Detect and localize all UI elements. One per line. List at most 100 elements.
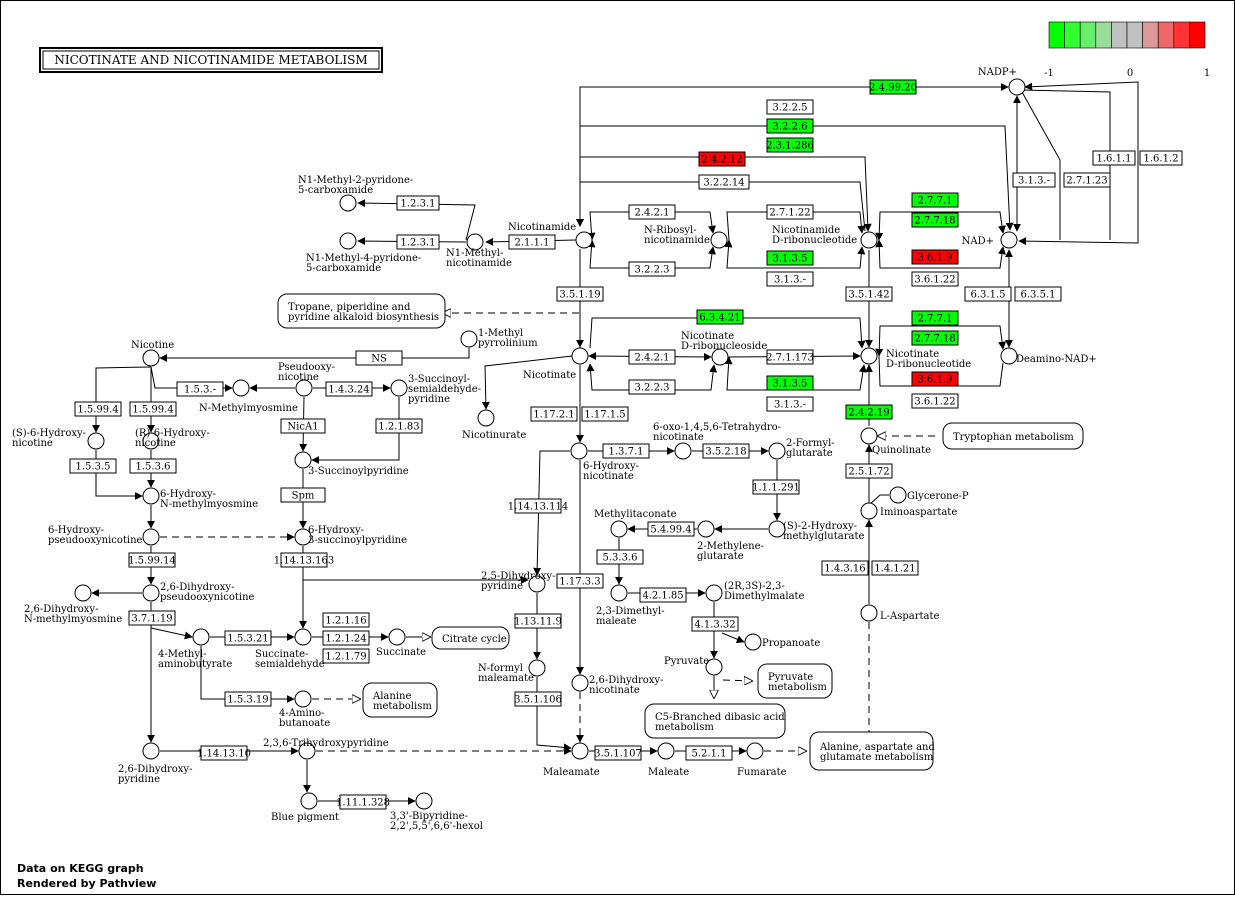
compound-metita[interactable]: Methylitaconate — [594, 509, 677, 538]
compound-2meg[interactable]: 2-Methylene-glutarate — [697, 520, 764, 562]
compound-bipy[interactable]: 3,3'-Bipyridine-2,2',5,5',6,6'-hexol — [390, 792, 483, 832]
compound-node[interactable] — [142, 528, 160, 546]
enzyme-e52[interactable]: Spm — [280, 487, 326, 503]
enzyme-e61[interactable]: 1.17.3.3 — [556, 573, 604, 589]
compound-node[interactable] — [744, 633, 762, 651]
compound-node[interactable] — [860, 347, 878, 365]
enzyme-e38[interactable]: 3.1.3.- — [766, 396, 814, 412]
enzyme-e53[interactable]: 1.1.1.291 — [752, 479, 800, 495]
enzyme-e25[interactable]: 6.3.1.5 — [964, 286, 1012, 302]
compound-node[interactable] — [860, 604, 878, 622]
compound-blue[interactable]: Blue pigment — [271, 792, 339, 823]
enzyme-e43[interactable]: 1.17.1.5 — [581, 406, 629, 422]
compound-3scp[interactable]: 3-Succinoyl-semialdehyde-pyridine — [390, 374, 481, 405]
compound-nad[interactable]: NAD+ — [962, 231, 1018, 249]
compound-26dhna[interactable]: 2,6-Dihydroxy-nicotinate — [571, 674, 663, 696]
map-trp[interactable]: Tryptophan metabolism — [942, 422, 1084, 450]
enzyme-e6[interactable]: 3.2.2.14 — [698, 174, 750, 190]
compound-23dmm[interactable]: 2,3-Dimethyl-maleate — [596, 584, 665, 627]
enzyme-e10[interactable]: 2.7.1.23 — [1063, 172, 1111, 188]
compound-2fg[interactable]: 2-Formyl-glutarate — [768, 438, 835, 460]
compound-node[interactable] — [860, 502, 878, 520]
enzyme-e63[interactable]: 3.7.1.19 — [128, 610, 176, 626]
enzyme-e72[interactable]: 1.14.13.10 — [197, 745, 251, 761]
enzyme-e13[interactable]: 2.1.1.1 — [508, 234, 556, 250]
enzyme-e28[interactable]: 2.7.7.1 — [911, 310, 959, 326]
enzyme-e14[interactable]: 2.4.2.1 — [628, 204, 676, 220]
compound-succ[interactable]: Succinate — [376, 628, 426, 658]
enzyme-e35[interactable]: 3.2.2.3 — [628, 379, 676, 395]
compound-node[interactable] — [294, 528, 312, 546]
compound-236thp[interactable]: 2,3,6-Trihydroxypyridine — [263, 738, 389, 760]
compound-n1mn[interactable]: N1-Methyl-nicotinamide — [446, 233, 512, 269]
enzyme-e29[interactable]: 2.7.7.18 — [911, 330, 959, 346]
compound-node[interactable] — [477, 409, 495, 427]
compound-3sp[interactable]: 3-Succinoylpyridine — [294, 451, 409, 477]
compound-node[interactable] — [710, 231, 728, 249]
enzyme-e11[interactable]: 1.2.3.1 — [396, 195, 440, 211]
enzyme-e65[interactable]: 1.5.3.21 — [224, 630, 272, 646]
compound-nadp[interactable]: NADP+ — [978, 67, 1026, 96]
enzyme-e23[interactable]: 3.5.1.19 — [556, 286, 604, 302]
enzyme-e5[interactable]: 2.4.2.12 — [698, 151, 746, 167]
compound-26dhnm[interactable]: 2,6-Dihydroxy-N-methylmyosmine — [24, 584, 122, 625]
compound-n1m4p[interactable]: N1-Methyl-4-pyridone-5-carboxamide — [306, 232, 421, 274]
enzyme-e22[interactable]: 3.6.1.22 — [911, 271, 959, 287]
compound-node[interactable] — [711, 348, 729, 366]
enzyme-e37[interactable]: 3.6.1.9 — [911, 371, 959, 387]
enzyme-e66[interactable]: 1.2.1.24 — [322, 630, 370, 646]
compound-node[interactable] — [571, 347, 589, 365]
compound-6hnm[interactable]: 6-Hydroxy-N-methylmyosmine — [142, 487, 258, 510]
enzyme-e36[interactable]: 3.1.3.5 — [766, 375, 814, 391]
enzyme-e19[interactable]: 3.1.3.5 — [766, 250, 814, 266]
compound-node[interactable] — [298, 742, 316, 760]
compound-node[interactable] — [570, 442, 588, 460]
compound-node[interactable] — [390, 379, 408, 397]
compound-4ab[interactable]: 4-Amino-butanoate — [279, 690, 330, 729]
enzyme-e34[interactable]: 1.4.3.24 — [325, 381, 373, 397]
compound-node[interactable] — [74, 584, 92, 602]
enzyme-e45[interactable]: NicA1 — [280, 418, 326, 434]
compound-25dhp[interactable]: 2,5-Dihydroxy-pyridine — [481, 571, 555, 593]
enzyme-e40[interactable]: 1.5.99.4 — [74, 401, 122, 417]
compound-node[interactable] — [571, 742, 589, 760]
enzyme-e30[interactable]: NS — [355, 350, 403, 366]
enzyme-e2[interactable]: 3.2.2.5 — [766, 99, 814, 115]
compound-quin[interactable]: Quinolinate — [860, 427, 931, 456]
enzyme-e59[interactable]: 1.4.3.16 — [821, 560, 869, 576]
enzyme-e21[interactable]: 3.6.1.9 — [911, 249, 959, 265]
enzyme-e9[interactable]: 3.1.3.- — [1012, 172, 1056, 188]
compound-fumarate[interactable]: Fumarate — [737, 742, 787, 778]
compound-node[interactable] — [889, 486, 907, 504]
compound-6oxo[interactable]: 6-oxo-1,4,5,6-Tetrahydro-nicotinate — [653, 422, 781, 460]
enzyme-e62[interactable]: 4.2.1.85 — [639, 587, 687, 603]
enzyme-e17[interactable]: 2.7.7.18 — [911, 212, 959, 228]
enzyme-e74[interactable]: 5.2.1.1 — [685, 745, 733, 761]
enzyme-e44[interactable]: 2.4.2.19 — [845, 404, 893, 420]
enzyme-e51[interactable]: 2.5.1.72 — [845, 463, 893, 479]
enzyme-e50[interactable]: 1.5.3.6 — [129, 458, 177, 474]
enzyme-e67[interactable]: 1.13.11.9 — [514, 613, 562, 629]
enzyme-e58[interactable]: 5.3.3.6 — [596, 549, 644, 565]
compound-node[interactable] — [339, 232, 357, 250]
compound-nam[interactable]: Nicotinamide — [508, 222, 593, 249]
enzyme-e27[interactable]: 6.3.4.21 — [696, 309, 744, 325]
compound-node[interactable] — [142, 584, 160, 602]
compound-node[interactable] — [610, 584, 628, 602]
compound-s6h[interactable]: (S)-6-Hydroxy-nicotine — [12, 428, 105, 450]
compound-node[interactable] — [339, 194, 357, 212]
compound-node[interactable] — [746, 742, 764, 760]
enzyme-e48[interactable]: 3.5.2.18 — [702, 443, 750, 459]
compound-node[interactable] — [860, 231, 878, 249]
enzyme-e68[interactable]: 4.1.3.32 — [691, 616, 739, 632]
compound-node[interactable] — [860, 427, 878, 445]
enzyme-e7[interactable]: 1.6.1.1 — [1092, 150, 1136, 166]
compound-glyp[interactable]: Glycerone-P — [889, 486, 969, 504]
